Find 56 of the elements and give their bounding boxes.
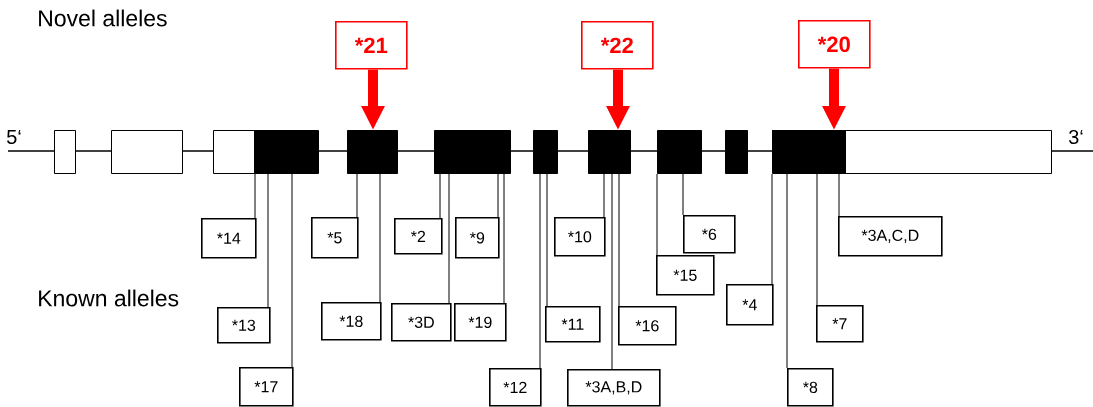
leader-line xyxy=(816,173,818,306)
leader-line xyxy=(267,173,269,308)
allele-box: *2 xyxy=(394,218,443,255)
allele-box: *4 xyxy=(726,284,774,326)
allele-box: *20 xyxy=(798,20,871,69)
leader-line xyxy=(503,173,505,304)
allele-box: *7 xyxy=(816,305,864,343)
leader-line xyxy=(356,173,358,218)
leader-line xyxy=(611,173,613,370)
leader-line xyxy=(291,173,293,368)
end-label: 5‘ xyxy=(7,130,21,144)
allele-box: *15 xyxy=(656,255,715,296)
leader-line xyxy=(539,173,541,369)
leader-line xyxy=(838,173,840,217)
exon-box xyxy=(213,130,319,174)
exon-box xyxy=(657,130,702,174)
leader-line xyxy=(546,173,548,307)
leader-line xyxy=(379,173,381,303)
section-label: Novel alleles xyxy=(39,9,167,27)
exon-box xyxy=(533,130,558,174)
exon-box xyxy=(772,130,1052,174)
allele-box: *14 xyxy=(201,218,257,259)
leader-line xyxy=(618,173,620,307)
allele-box: *19 xyxy=(454,303,507,342)
allele-box: *3A,B,D xyxy=(567,369,661,407)
allele-box: *22 xyxy=(581,21,654,70)
leader-line xyxy=(682,173,684,216)
allele-box: *12 xyxy=(489,368,542,407)
leader-line xyxy=(656,173,658,256)
allele-box: *16 xyxy=(618,306,677,346)
section-label: Known alleles xyxy=(39,289,179,307)
leader-line xyxy=(786,173,788,369)
allele-box: *13 xyxy=(217,307,271,344)
allele-box: *21 xyxy=(335,21,408,70)
leader-line xyxy=(603,173,605,218)
exon-box xyxy=(54,130,76,174)
allele-box: *3D xyxy=(391,303,452,342)
exon-box xyxy=(347,130,398,174)
leader-line xyxy=(439,173,441,219)
allele-box: *11 xyxy=(545,306,601,343)
allele-box: *17 xyxy=(239,367,294,407)
leader-line xyxy=(771,173,773,285)
allele-box: *9 xyxy=(455,217,500,259)
leader-line xyxy=(497,173,499,218)
allele-box: *8 xyxy=(787,368,834,407)
exon-box xyxy=(725,130,748,174)
allele-box: *18 xyxy=(321,302,382,341)
allele-box: *10 xyxy=(554,217,606,257)
allele-box: *5 xyxy=(311,217,359,259)
allele-box: *3A,C,D xyxy=(838,216,943,257)
leader-line xyxy=(254,173,256,219)
exon-box xyxy=(434,130,511,174)
allele-box: *6 xyxy=(683,215,736,254)
exon-box xyxy=(588,130,631,174)
exon-box xyxy=(111,130,183,174)
leader-line xyxy=(448,173,450,304)
